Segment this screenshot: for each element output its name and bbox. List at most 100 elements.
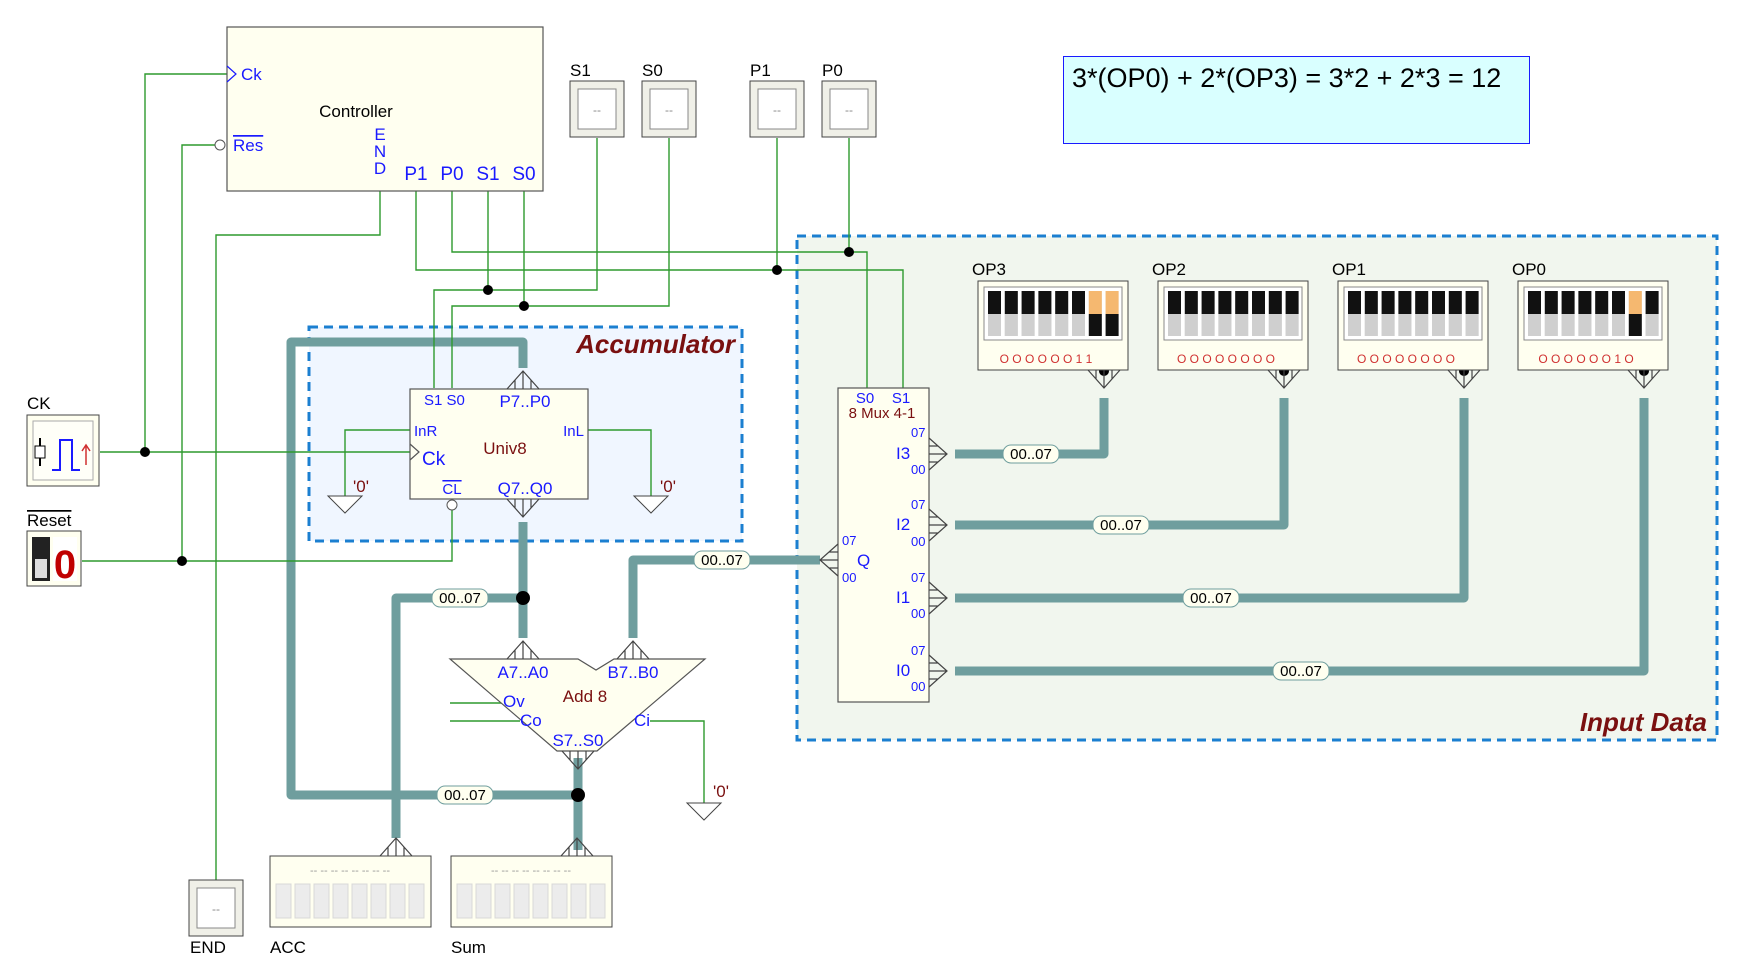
svg-text:CK: CK <box>27 394 51 413</box>
svg-text:InL: InL <box>563 423 584 440</box>
svg-text:Co: Co <box>520 711 542 730</box>
display-digit <box>408 883 425 919</box>
svg-text:07: 07 <box>842 533 856 548</box>
svg-text:--: -- <box>212 902 220 916</box>
svg-text:S0: S0 <box>856 390 874 407</box>
univ8-register[interactable]: S1 S0 P7..P0 InR InL Ck Univ8 CL Q7..Q0 <box>409 370 589 518</box>
probe-p0[interactable]: P0 -- <box>821 61 877 138</box>
svg-text:I3: I3 <box>896 444 910 463</box>
svg-text:O O O O O O 1 O: O O O O O O 1 O <box>1538 352 1633 366</box>
controller-s1-label: S1 <box>476 164 499 185</box>
svg-text:07: 07 <box>911 425 925 440</box>
svg-text:O O O O O O O O: O O O O O O O O <box>1177 352 1275 366</box>
display-digit <box>551 883 568 919</box>
clock-input[interactable]: CK <box>26 394 100 487</box>
svg-text:Ci: Ci <box>634 711 650 730</box>
svg-text:'0': '0' <box>353 477 369 496</box>
svg-text:00: 00 <box>911 462 925 477</box>
switch-op3[interactable]: OP3 O O O O O O 1 1 <box>972 260 1129 389</box>
display-digit <box>494 883 511 919</box>
reset-display-value: 0 <box>54 543 76 587</box>
display-digit <box>370 883 387 919</box>
svg-text:'0': '0' <box>660 477 676 496</box>
display-digit <box>294 883 311 919</box>
svg-text:07: 07 <box>911 643 925 658</box>
display-digit <box>532 883 549 919</box>
probe-p1[interactable]: P1 -- <box>749 61 805 138</box>
svg-text:00..07: 00..07 <box>439 590 481 607</box>
svg-text:-- -- -- -- -- -- -- --: -- -- -- -- -- -- -- -- <box>491 865 571 877</box>
bus-label: 00..07 <box>431 588 489 608</box>
svg-text:00: 00 <box>911 679 925 694</box>
svg-text:I1: I1 <box>896 588 910 607</box>
display-digit <box>313 883 330 919</box>
adder-title: Add 8 <box>563 687 607 706</box>
bus-label: 00..07 <box>436 785 494 805</box>
probe-end[interactable]: -- END <box>188 879 244 957</box>
probe-s1[interactable]: S1 -- <box>569 61 625 138</box>
svg-text:I0: I0 <box>896 661 910 680</box>
svg-text:END: END <box>190 938 226 957</box>
clock-icon <box>34 438 91 471</box>
svg-text:-- -- -- -- -- -- -- --: -- -- -- -- -- -- -- -- <box>310 865 390 877</box>
display-digit <box>456 883 473 919</box>
controller-res-label: Res <box>233 136 263 155</box>
switch-op0[interactable]: OP0 O O O O O O 1 O <box>1512 260 1669 389</box>
svg-text:00: 00 <box>842 570 856 585</box>
switch-op1[interactable]: OP1 O O O O O O O O <box>1332 260 1489 389</box>
svg-text:OP1: OP1 <box>1332 260 1366 279</box>
svg-text:Ov: Ov <box>503 692 525 711</box>
adder-block[interactable]: A7..A0 B7..B0 Add 8 Ov Co Ci S7..S0 <box>448 640 707 770</box>
svg-text:07: 07 <box>911 570 925 585</box>
svg-text:00..07: 00..07 <box>1280 663 1322 680</box>
display-digit <box>475 883 492 919</box>
svg-text:'0': '0' <box>713 782 729 801</box>
sum-display: -- -- -- -- -- -- -- -- Sum <box>450 837 613 957</box>
signal-wires <box>82 73 904 880</box>
svg-text:00..07: 00..07 <box>701 552 743 569</box>
switch-op2[interactable]: OP2 O O O O O O O O <box>1152 260 1309 389</box>
display-digit <box>351 883 368 919</box>
bus-label: 00..07 <box>1092 515 1150 535</box>
bus-label: 00..07 <box>693 550 751 570</box>
accumulator-region-label: Accumulator <box>575 329 737 359</box>
svg-text:ACC: ACC <box>270 938 306 957</box>
bus-label: 00..07 <box>1272 661 1330 681</box>
svg-text:--: -- <box>593 103 601 117</box>
svg-text:OP3: OP3 <box>972 260 1006 279</box>
svg-text:S0: S0 <box>642 61 663 80</box>
controller-s0-label: S0 <box>512 164 535 185</box>
mux-block[interactable]: S0 S1 8 Mux 4-1 07 I3 00 07 I2 00 07 I1 … <box>819 387 948 703</box>
display-digit <box>570 883 587 919</box>
input-data-region-label: Input Data <box>1580 707 1707 737</box>
probe-s0[interactable]: S0 -- <box>641 61 697 138</box>
svg-text:00..07: 00..07 <box>1190 590 1232 607</box>
svg-text:00..07: 00..07 <box>1010 446 1052 463</box>
svg-text:S1: S1 <box>570 61 591 80</box>
svg-text:S1: S1 <box>892 390 910 407</box>
display-digit <box>332 883 349 919</box>
svg-text:Q: Q <box>857 551 870 570</box>
controller-p1-label: P1 <box>404 164 427 185</box>
svg-text:00: 00 <box>911 534 925 549</box>
svg-text:S7..S0: S7..S0 <box>552 731 603 750</box>
display-digit <box>275 883 292 919</box>
bus-label: 00..07 <box>1182 588 1240 608</box>
svg-text:--: -- <box>845 103 853 117</box>
reset-input[interactable]: Reset 0 <box>26 511 82 587</box>
ground-zero-ci: '0' <box>685 782 729 821</box>
display-digit <box>389 883 406 919</box>
acc-display: -- -- -- -- -- -- -- -- ACC <box>269 837 432 957</box>
svg-text:07: 07 <box>911 497 925 512</box>
svg-text:B7..B0: B7..B0 <box>607 663 658 682</box>
univ8-title: Univ8 <box>483 439 526 458</box>
svg-text:00..07: 00..07 <box>1100 517 1142 534</box>
controller-ck-label: Ck <box>241 65 262 84</box>
svg-text:S1 S0: S1 S0 <box>424 392 465 409</box>
svg-text:Ck: Ck <box>422 449 446 470</box>
controller-title: Controller <box>319 102 393 121</box>
svg-text:CL: CL <box>442 481 461 498</box>
svg-text:O O O O O O 1 1: O O O O O O 1 1 <box>1000 352 1093 366</box>
